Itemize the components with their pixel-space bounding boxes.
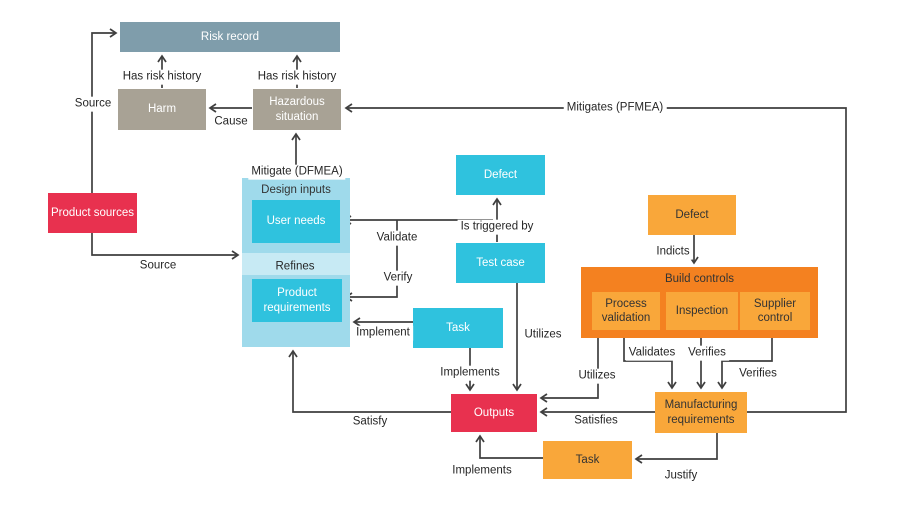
node-risk-record: Risk record [120, 22, 340, 52]
edge-task-outputs-implements-bottom [475, 434, 543, 459]
edge-label-verify: Verify [380, 270, 416, 286]
edge-label-satisfies: Satisfies [571, 413, 621, 429]
node-defect-build: Defect [648, 195, 736, 235]
edge-label-source-risk: Source [71, 96, 115, 112]
edge-supplier-control-manufacturing [717, 330, 773, 390]
edge-label-indicts: Indicts [653, 244, 693, 260]
edge-label-mitigates-pfmea: Mitigates (PFMEA) [563, 100, 667, 116]
edge-label-validates: Validates [625, 345, 679, 361]
edge-label-verifies-supplier: Verifies [736, 366, 780, 382]
node-product-sources: Product sources [48, 193, 137, 233]
edge-label-utilizes-build: Utilizes [575, 368, 619, 384]
build-controls-label: Build controls [664, 273, 735, 285]
node-product-requirements: Product requirements [252, 279, 342, 322]
node-task-design: Task [413, 308, 503, 348]
node-defect-design: Defect [456, 155, 545, 195]
node-test-case: Test case [456, 243, 545, 283]
node-outputs: Outputs [451, 394, 537, 432]
edge-product-sources-risk-record [91, 28, 118, 193]
edge-label-has-risk-history-hazard: Has risk history [254, 69, 340, 85]
node-harm: Harm [118, 89, 206, 130]
edge-label-is-triggered-by: Is triggered by [457, 219, 537, 235]
node-task-build: Task [543, 441, 632, 479]
edge-label-mitigate-dfmea: Mitigate (DFMEA) [248, 164, 346, 180]
edge-label-utilizes-testcase: Utilizes [521, 327, 565, 343]
node-user-needs: User needs [252, 200, 340, 243]
edge-label-refines: Refines [272, 259, 318, 275]
edge-label-implement: Implement [353, 325, 413, 341]
edge-label-validate: Validate [373, 230, 421, 246]
node-inspection: Inspection [666, 292, 738, 330]
node-hazardous-situation: Hazardous situation [253, 89, 341, 130]
edge-label-cause: Cause [211, 114, 251, 130]
edge-label-source-design: Source [136, 258, 180, 274]
node-manufacturing-requirements: Manufacturing requirements [655, 392, 747, 433]
edge-process-validation-manufacturing [623, 330, 677, 390]
edge-buildcontrols-outputs-utilizes [539, 330, 599, 403]
edge-product-sources-design-inputs [91, 233, 240, 260]
node-process-validation: Process validation [592, 292, 660, 330]
edge-outputs-design-inputs-satisfy [288, 349, 451, 413]
edge-label-implements-build-task: Implements [449, 463, 515, 479]
edge-manufacturing-task-justify [634, 433, 718, 464]
edge-label-implements-task: Implements [437, 365, 503, 381]
edge-label-verifies-inspection: Verifies [685, 345, 729, 361]
edge-label-has-risk-history-harm: Has risk history [119, 69, 205, 85]
edge-label-justify: Justify [661, 468, 701, 484]
design-inputs-label: Design inputs [261, 184, 331, 196]
node-supplier-control: Supplier control [740, 292, 810, 330]
edge-testcase-product-requirements-verify [344, 220, 398, 302]
edge-label-satisfy: Satisfy [349, 414, 391, 430]
